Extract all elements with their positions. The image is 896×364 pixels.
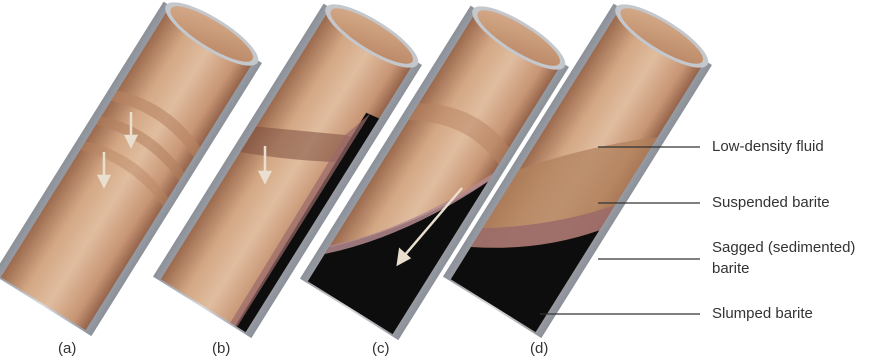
callout-sagged-barite-line1: Sagged (sedimented) xyxy=(712,238,855,258)
panel-label-d: (d) xyxy=(530,340,548,357)
callout-sagged-barite-line2: barite xyxy=(712,259,750,279)
panel-label-a: (a) xyxy=(58,340,76,357)
callout-low-density-fluid: Low-density fluid xyxy=(712,137,824,157)
panel-label-b: (b) xyxy=(212,340,230,357)
panel-label-c: (c) xyxy=(372,340,390,357)
callout-suspended-barite: Suspended barite xyxy=(712,193,830,213)
callout-slumped-barite: Slumped barite xyxy=(712,304,813,324)
